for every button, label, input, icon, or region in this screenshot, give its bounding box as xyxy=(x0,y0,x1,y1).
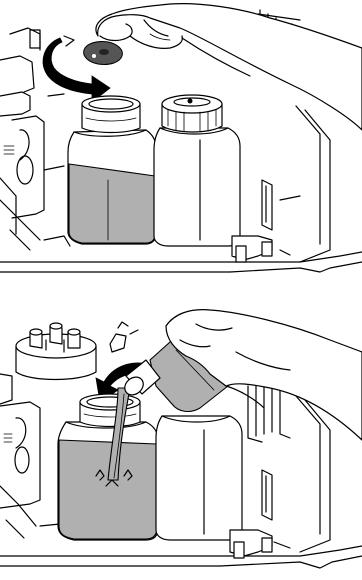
remove-cap-illustration xyxy=(0,0,362,290)
liquid-level xyxy=(59,440,157,539)
right-bottle xyxy=(154,95,240,246)
bottle-cap-icon xyxy=(162,95,222,132)
panel-remove-cap xyxy=(0,0,362,290)
left-bottle xyxy=(58,394,158,540)
left-bottle xyxy=(68,96,156,244)
pump-machinery xyxy=(0,28,70,250)
connector xyxy=(232,236,272,262)
removed-cap xyxy=(84,41,123,64)
pour-liquid-illustration xyxy=(0,290,362,580)
liquid-level xyxy=(69,164,155,243)
connector xyxy=(230,530,272,558)
right-bottle xyxy=(156,416,242,540)
panel-pour-liquid xyxy=(0,290,362,580)
